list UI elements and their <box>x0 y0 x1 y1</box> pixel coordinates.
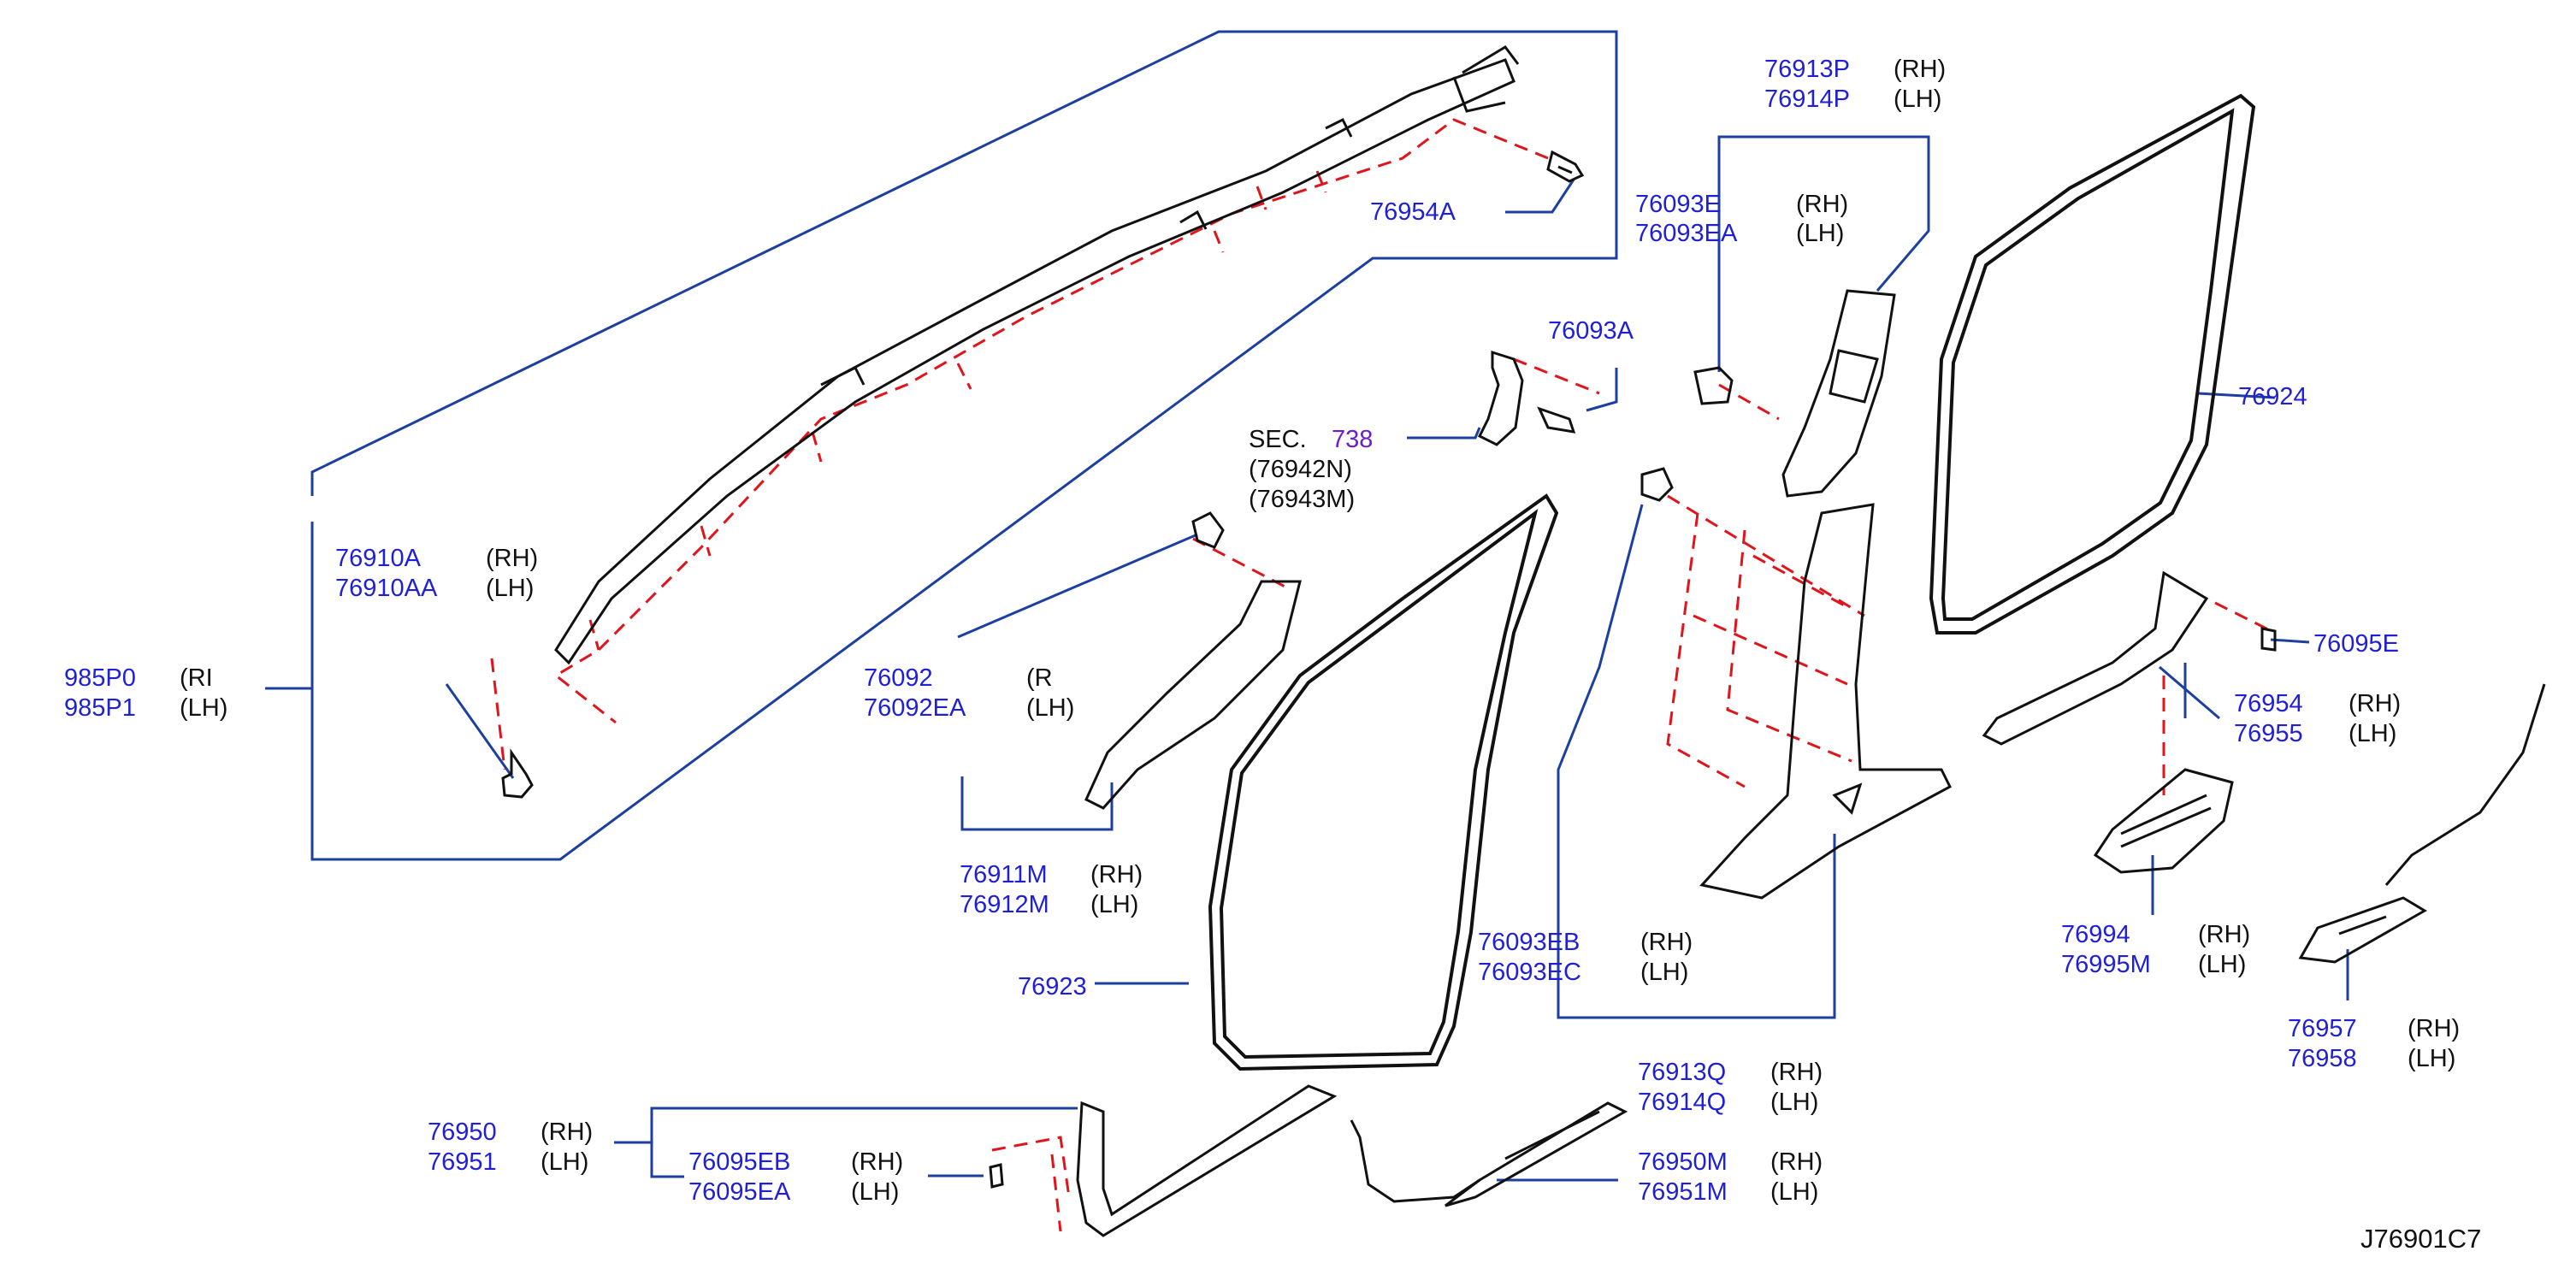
label-76958-side: (LH) <box>2408 1045 2456 1072</box>
label-76942N: (76942N) <box>1249 456 1352 483</box>
roof-rail-airbag <box>554 45 1520 665</box>
clip-rear <box>2260 627 2277 652</box>
label-76093E-side: (RH) <box>1796 191 1849 218</box>
diagram-code: J76901C7 <box>2360 1224 2482 1254</box>
label-76994[interactable]: 76994 <box>2061 921 2130 948</box>
label-76923[interactable]: 76923 <box>1018 973 1087 1000</box>
label-76913Q[interactable]: 76913Q <box>1638 1059 1727 1086</box>
label-76093EB-side: (RH) <box>1640 929 1693 956</box>
label-76913Q-side: (RH) <box>1770 1059 1823 1086</box>
label-76093EA[interactable]: 76093EA <box>1635 220 1738 247</box>
b-pillar-upper-garnish <box>1781 289 1896 498</box>
label-76950[interactable]: 76950 <box>428 1118 497 1146</box>
label-76951[interactable]: 76951 <box>428 1148 497 1176</box>
label-76954[interactable]: 76954 <box>2234 690 2303 717</box>
a-pillar-garnish <box>1084 511 1302 810</box>
grab-handle <box>1477 350 1576 446</box>
label-76914Q-side: (LH) <box>1770 1089 1819 1116</box>
label-76095EA-side: (LH) <box>851 1178 900 1206</box>
label-76093EC-side: (LH) <box>1640 959 1689 986</box>
front-door-weatherstrip <box>1208 493 1559 1071</box>
label-76910AA[interactable]: 76910AA <box>335 575 438 602</box>
clip-b-pillar <box>1640 366 1734 502</box>
label-76093E[interactable]: 76093E <box>1635 191 1721 218</box>
label-76092EA-side: (LH) <box>1026 694 1075 722</box>
label-985P1[interactable]: 985P1 <box>64 694 136 722</box>
bolt-lower <box>501 748 534 799</box>
leader-lines <box>265 135 2349 1182</box>
label-76095EA[interactable]: 76095EA <box>688 1178 791 1206</box>
label-985P0-side: (RI <box>180 664 213 692</box>
label-76093A[interactable]: 76093A <box>1548 317 1634 345</box>
label-76924[interactable]: 76924 <box>2238 383 2307 410</box>
label-76095EB-side: (RH) <box>851 1148 904 1176</box>
bolt-upper <box>1546 150 1585 183</box>
rear-door-weatherstrip <box>1929 93 2256 634</box>
label-76093EC[interactable]: 76093EC <box>1478 959 1581 986</box>
label-76995M-side: (LH) <box>2198 951 2247 978</box>
label-76910A[interactable]: 76910A <box>335 545 421 572</box>
label-76095EB[interactable]: 76095EB <box>688 1148 791 1176</box>
rear-kick-plate-inner <box>2093 768 2234 874</box>
label-76957-side: (RH) <box>2408 1015 2461 1042</box>
label-76943M: (76943M) <box>1249 486 1356 513</box>
label-sec-738[interactable]: 738 <box>1332 426 1374 453</box>
label-76955[interactable]: 76955 <box>2234 720 2303 747</box>
label-76910A-side: (RH) <box>486 545 539 572</box>
label-76951-side: (LH) <box>541 1148 589 1176</box>
label-76951M[interactable]: 76951M <box>1638 1178 1728 1206</box>
label-76092-side: (R <box>1026 664 1053 692</box>
label-76912M-side: (LH) <box>1090 891 1139 918</box>
label-76095E[interactable]: 76095E <box>2313 630 2399 658</box>
label-76913P-side: (RH) <box>1894 56 1947 83</box>
label-76950M[interactable]: 76950M <box>1638 1148 1728 1176</box>
label-76950M-side: (RH) <box>1770 1148 1823 1176</box>
label-76994-side: (RH) <box>2198 921 2251 948</box>
front-kick-plate-inner <box>1076 1084 1338 1237</box>
label-76910AA-side: (LH) <box>486 575 535 602</box>
label-985P0[interactable]: 985P0 <box>64 664 136 692</box>
c-pillar-lower-finisher <box>1982 570 2209 746</box>
label-76092[interactable]: 76092 <box>864 664 933 692</box>
label-76914P-side: (LH) <box>1894 86 1942 113</box>
label-76911M-side: (RH) <box>1090 861 1143 888</box>
label-sec-prefix: SEC. <box>1249 426 1307 453</box>
label-985P1-side: (LH) <box>180 694 228 722</box>
b-pillar-lower-garnish <box>1699 503 1952 900</box>
label-76093EA-side: (LH) <box>1796 220 1845 247</box>
label-76957[interactable]: 76957 <box>2288 1015 2357 1042</box>
label-76092EA[interactable]: 76092EA <box>864 694 966 722</box>
label-76914Q[interactable]: 76914Q <box>1638 1089 1727 1116</box>
rear-kick-plate-cable <box>2298 683 2546 964</box>
label-76950-side: (RH) <box>541 1118 594 1146</box>
label-76914P[interactable]: 76914P <box>1764 86 1850 113</box>
label-76955-side: (LH) <box>2349 720 2397 747</box>
label-76995M[interactable]: 76995M <box>2061 951 2151 978</box>
label-76912M[interactable]: 76912M <box>960 891 1049 918</box>
clip-front-kick <box>989 1163 1004 1189</box>
label-76954A[interactable]: 76954A <box>1370 198 1456 226</box>
detail-frame <box>310 30 1618 861</box>
label-76958[interactable]: 76958 <box>2288 1045 2357 1072</box>
front-kick-plate <box>1350 1101 1628 1207</box>
label-76913P[interactable]: 76913P <box>1764 56 1850 83</box>
label-76911M[interactable]: 76911M <box>960 861 1048 888</box>
label-76954-side: (RH) <box>2349 690 2402 717</box>
label-76093EB[interactable]: 76093EB <box>1478 929 1580 956</box>
label-76951M-side: (LH) <box>1770 1178 1819 1206</box>
